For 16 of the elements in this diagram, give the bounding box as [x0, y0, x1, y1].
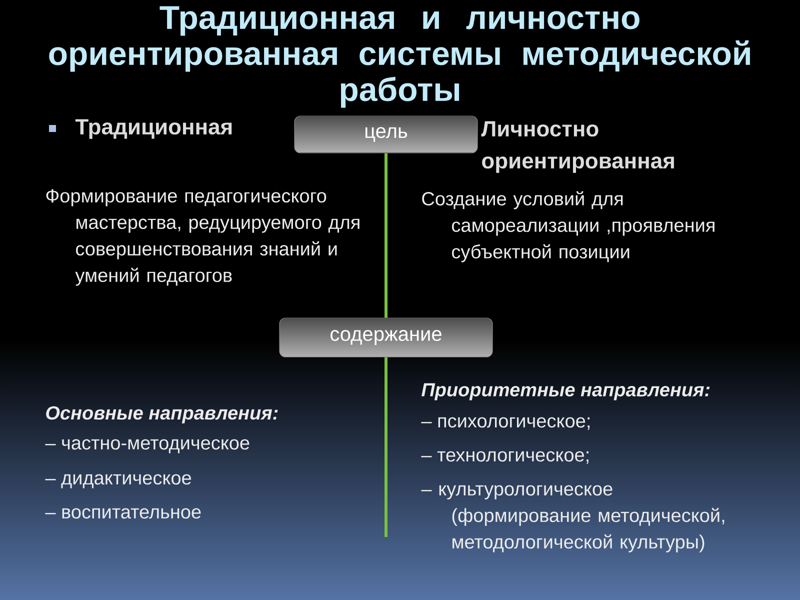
list-heading: Основные направления: — [46, 406, 278, 424]
connector-line — [384, 357, 388, 537]
list-item: – частно-методическое — [45, 439, 250, 454]
description-text: Формирование педагогического мастерства, редуцируемого для совершенствования знаний и умений педагогов — [46, 189, 360, 286]
list-item: – культурологическое (формирование методической, методологической культуры) — [421, 485, 724, 552]
title: Традиционная и личностно ориентированная системы методической работы — [49, 6, 750, 108]
list-item: – технологическое; — [421, 451, 588, 464]
section-box: содержание — [279, 318, 493, 358]
list-item: – воспитательное — [45, 508, 201, 519]
list-item: – психологическое; — [421, 417, 590, 430]
list-item: – дидактическое — [45, 474, 192, 488]
list-heading: Приоритетные направления: — [422, 383, 710, 400]
description-text: Создание условий для самореализации ,проявления субъектной позиции — [422, 191, 714, 262]
column-heading: Традиционная — [75, 119, 232, 139]
section-box: цель — [294, 116, 478, 154]
connector-line — [384, 153, 388, 318]
